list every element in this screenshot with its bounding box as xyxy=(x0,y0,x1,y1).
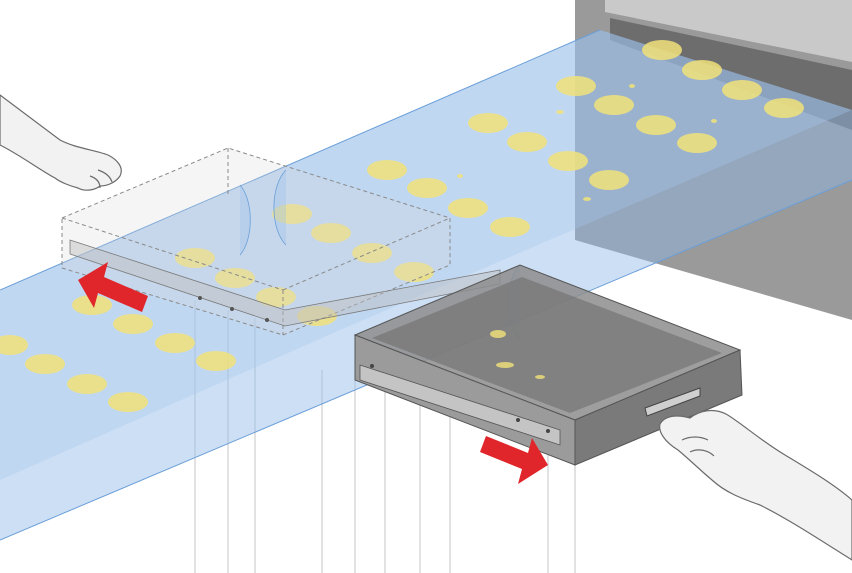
push-arrow xyxy=(78,262,148,312)
beam-edge-top xyxy=(0,29,601,291)
light-spots xyxy=(0,40,804,412)
pull-arrow xyxy=(480,436,548,484)
right-hand-icon xyxy=(659,409,852,561)
open-drawer xyxy=(353,264,743,466)
drawer-handle xyxy=(644,387,701,417)
left-hand-icon xyxy=(0,94,122,191)
ghost-drawer xyxy=(61,147,451,336)
drawer-rail xyxy=(359,364,561,446)
cabinet-opening xyxy=(605,0,852,62)
beam-body xyxy=(0,30,852,540)
drawer-interior xyxy=(372,277,722,413)
